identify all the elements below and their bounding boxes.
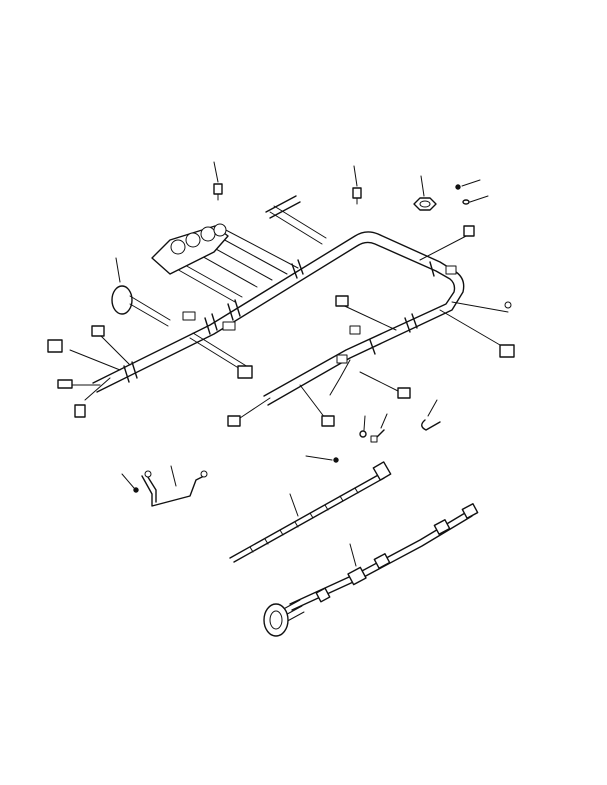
cable-clamp [421, 419, 441, 431]
sensor-fitting-right [352, 187, 362, 205]
lower-harness [263, 503, 479, 637]
bolt [370, 429, 385, 443]
sensor-fitting-left [213, 183, 223, 201]
cable-tie [229, 461, 392, 563]
callout-leaders [115, 161, 489, 567]
lock-washer [359, 430, 367, 438]
mounting-bracket [133, 470, 208, 507]
rivet [333, 457, 339, 463]
hex-nut [413, 197, 437, 211]
washer [462, 199, 470, 205]
main-wiring-harness [47, 195, 515, 427]
small-screw [455, 184, 461, 190]
